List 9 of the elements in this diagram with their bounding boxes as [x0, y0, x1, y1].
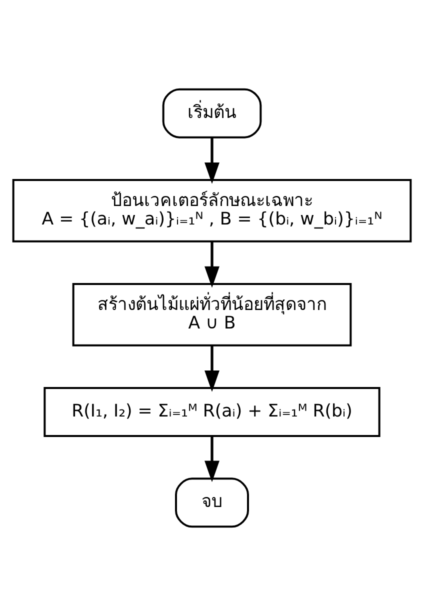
arrow	[204, 436, 220, 482]
node-box: จบ	[175, 477, 249, 528]
node-box: ป้อนเวคเตอร์ลักษณะเฉพาะ A = {(aᵢ, w_aᵢ)}ᵢ₌₁ᴺ , B = {(bᵢ, w_bᵢ)}ᵢ₌₁ᴺ	[12, 178, 412, 242]
arrow	[204, 344, 220, 392]
arrow	[204, 137, 220, 184]
node-box: R(I₁, I₂) = Σᵢ₌₁ᴹ R(aᵢ) + Σᵢ₌₁ᴹ R(bᵢ)	[44, 386, 380, 436]
arrow	[204, 241, 220, 288]
node-box: เริ่มต้น	[162, 88, 262, 138]
node-box: สร้างต้นไม้แผ่ทั่วที่น้อยที่สุดจาก A ∪ B	[72, 282, 352, 346]
